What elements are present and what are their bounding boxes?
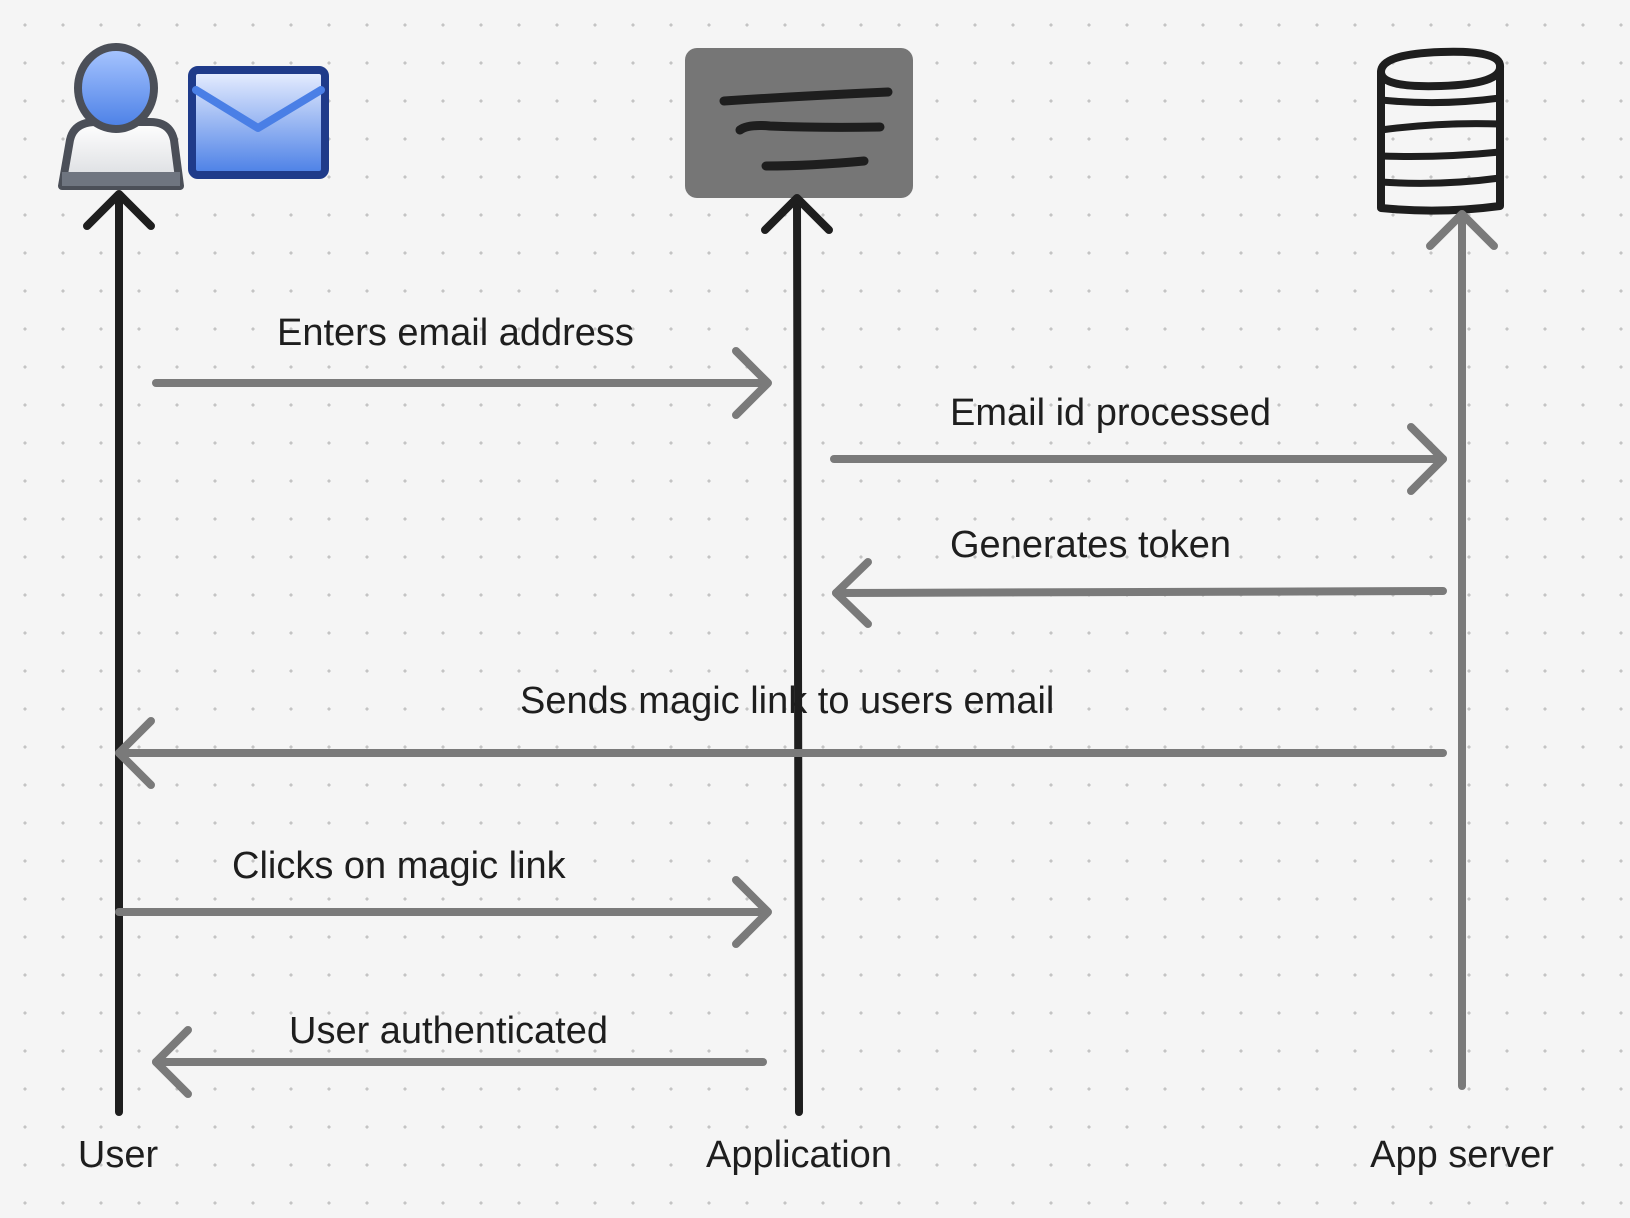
user-icon <box>58 43 184 190</box>
message-sends-magic-link: Sends magic link to users email <box>115 680 1447 789</box>
lifeline-user-arrowhead <box>83 190 155 230</box>
message-label: Email id processed <box>950 392 1271 434</box>
message-arrowhead <box>115 717 155 789</box>
lifeline-application: Application <box>685 48 913 1176</box>
message-arrowhead <box>1407 423 1447 495</box>
lifeline-server-arrowhead <box>1426 210 1498 250</box>
message-arrowhead <box>832 558 872 628</box>
message-arrowhead <box>732 876 772 948</box>
message-label: User authenticated <box>289 1010 608 1052</box>
message-arrowhead <box>152 1026 192 1098</box>
message-generates-token: Generates token <box>832 524 1447 628</box>
lifeline-server: App server <box>1370 47 1554 1176</box>
lifeline-application-line <box>793 196 803 1116</box>
message-user-authenticated: User authenticated <box>152 1010 767 1098</box>
message-label: Sends magic link to users email <box>520 680 1054 722</box>
lifeline-application-arrowhead <box>761 194 833 234</box>
message-label: Clicks on magic link <box>232 845 567 887</box>
message-label: Generates token <box>950 524 1231 566</box>
lifeline-user: User <box>58 43 329 1176</box>
message-clicks-magic-link: Clicks on magic link <box>115 845 772 948</box>
lifeline-user-label: User <box>78 1134 159 1176</box>
message-enters-email: Enters email address <box>152 312 772 419</box>
message-label: Enters email address <box>277 312 634 354</box>
lifeline-application-label: Application <box>706 1134 892 1176</box>
database-icon <box>1377 47 1504 215</box>
message-arrow-shaft <box>832 587 1447 597</box>
lifeline-server-label: App server <box>1370 1134 1554 1176</box>
message-arrowhead <box>732 347 772 419</box>
envelope-icon <box>188 66 329 179</box>
document-icon <box>685 48 913 198</box>
message-email-processed: Email id processed <box>830 392 1447 495</box>
